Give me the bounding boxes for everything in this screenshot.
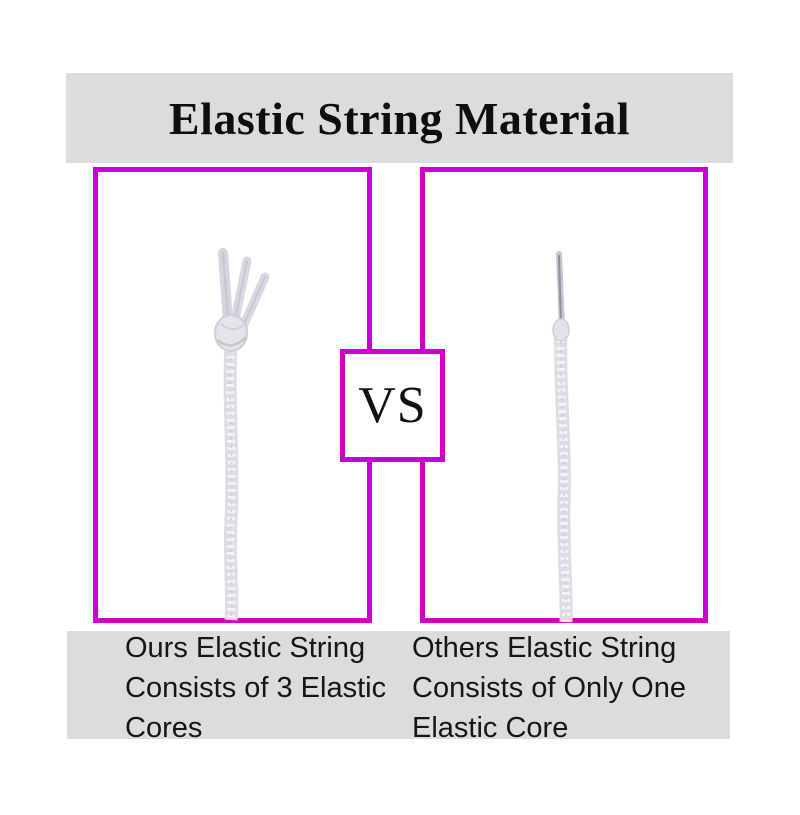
page-title: Elastic String Material [168, 92, 631, 144]
others-caption-line-1: Others Elastic String [412, 632, 677, 664]
ours-string-panel [93, 167, 372, 623]
title-banner: Elastic String Material [66, 73, 733, 163]
others-caption-line-3: Elastic Core [412, 712, 569, 744]
caption-banner: Ours Elastic String Consists of 3 Elasti… [67, 631, 730, 744]
vs-badge: VS [340, 349, 445, 462]
ours-caption-line-1: Ours Elastic String [125, 632, 366, 664]
vs-label: VS [358, 377, 427, 434]
ours-caption-line-3: Cores [125, 712, 203, 744]
others-caption: Others Elastic String Consists of Only O… [412, 628, 686, 748]
ours-caption-line-2: Consists of 3 Elastic [125, 672, 387, 704]
others-caption-line-2: Consists of Only One [412, 672, 686, 704]
others-string-panel [420, 167, 708, 623]
ours-caption: Ours Elastic String Consists of 3 Elasti… [125, 628, 386, 748]
